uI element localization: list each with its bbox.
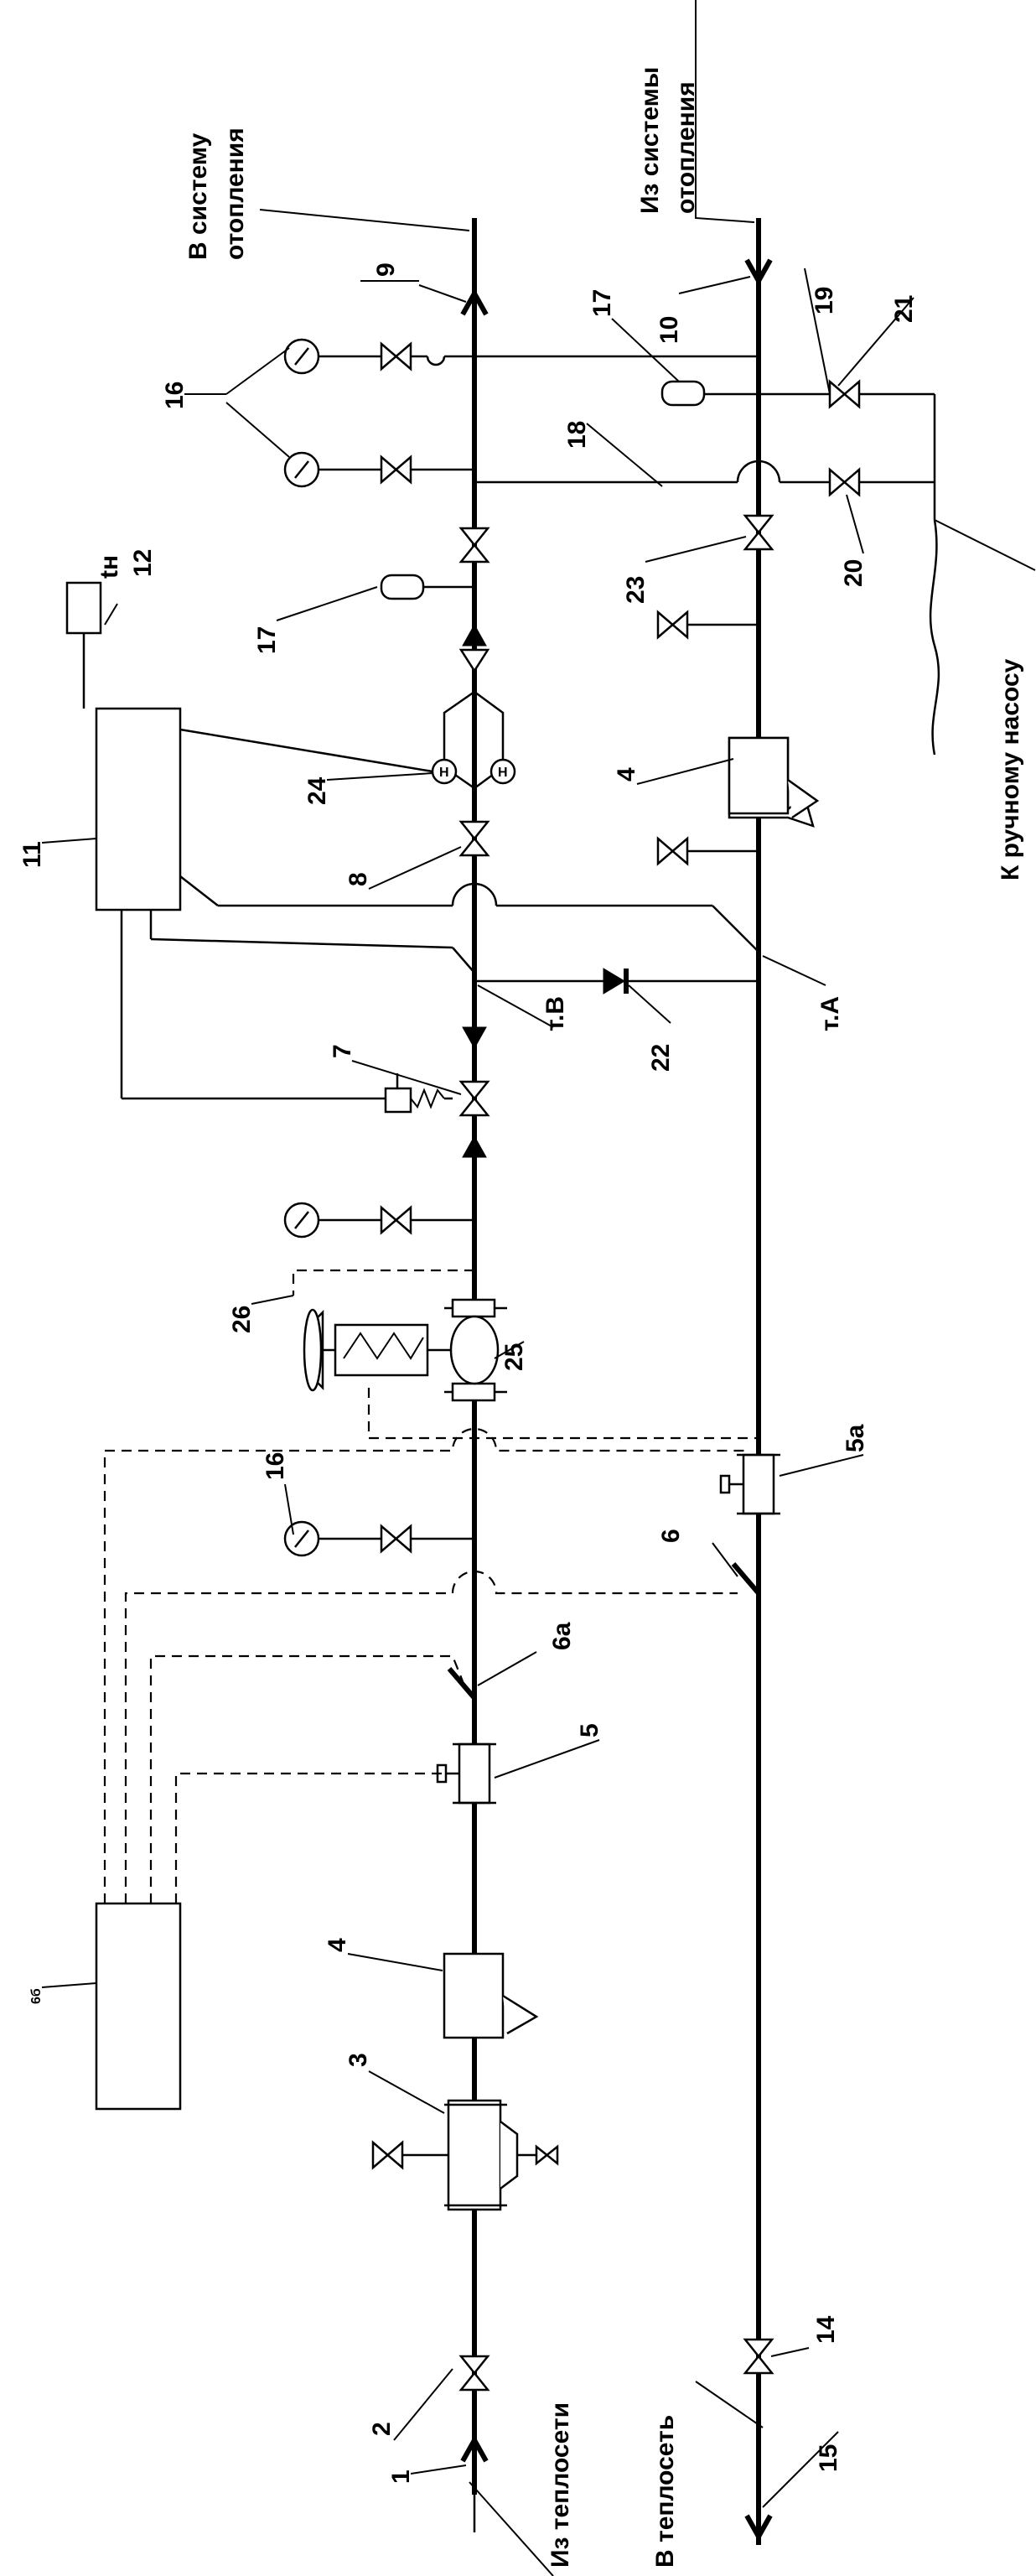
caption-to-network: В теплосеть <box>651 2415 679 2568</box>
drain-valve-return-bottom <box>656 836 759 866</box>
caption-to-heating-1: В систему <box>184 132 212 260</box>
label-22: 22 <box>647 1044 675 1072</box>
label-12: 12 <box>129 549 157 577</box>
captions: В систему отопления Из системы отопления… <box>96 67 1024 2568</box>
label-25: 25 <box>500 1343 528 1371</box>
controller-wiring <box>120 728 759 1100</box>
gauge-branch-16-bottom <box>283 1520 474 1557</box>
label-5a: 5а <box>842 1424 869 1452</box>
gauge-branch-16-top-2 <box>283 451 474 488</box>
temp-sensor-6a <box>447 1667 477 1700</box>
heat-calculator-6b <box>95 1902 182 2111</box>
heat-meter-24: Н Н <box>431 675 516 805</box>
item-labels: 1 2 3 4 4 5 5а 6 6а 7 8 9 10 11 12 14 15… <box>18 262 918 2484</box>
signal-lines-dashed <box>103 1269 759 1903</box>
gauge-branch-mid <box>283 1202 474 1239</box>
label-15: 15 <box>815 2444 842 2472</box>
supply-inlet-arrow <box>460 2434 489 2532</box>
label-24: 24 <box>303 776 331 805</box>
control-valve-7 <box>384 1073 490 1117</box>
label-19: 19 <box>811 287 838 314</box>
meter-symbol-left: Н <box>439 766 449 780</box>
label-3: 3 <box>344 2053 372 2067</box>
drain-valve-return-top <box>656 610 759 640</box>
valve-8 <box>458 820 490 857</box>
label-17-supply: 17 <box>253 626 281 654</box>
label-17-return: 17 <box>588 289 616 317</box>
label-21: 21 <box>890 295 918 323</box>
label-23: 23 <box>622 576 650 604</box>
label-16-bottom: 16 <box>262 1452 289 1480</box>
mud-trap-4-return <box>728 736 820 828</box>
mud-trap-4-supply <box>443 1952 539 2039</box>
caption-point-a: т.А <box>816 996 844 1031</box>
return-outlet-arrow <box>744 2514 773 2542</box>
temp-sensor-6 <box>731 1562 761 1595</box>
label-20: 20 <box>840 559 868 587</box>
bypass-22 <box>474 968 759 995</box>
label-16-top: 16 <box>161 382 189 409</box>
supply-outlet-arrow <box>460 288 489 316</box>
return-inlet-arrow <box>744 258 773 287</box>
label-1: 1 <box>387 2470 415 2484</box>
label-7: 7 <box>329 1044 356 1058</box>
label-6a: 6а <box>548 1622 576 1650</box>
label-4-return: 4 <box>613 767 640 782</box>
label-6: 6 <box>657 1529 685 1543</box>
label-18: 18 <box>563 421 591 449</box>
strainer-3 <box>371 2099 559 2211</box>
regulator-25 <box>303 1298 507 1402</box>
leader-lines <box>41 267 1036 2576</box>
valve-14 <box>743 2338 774 2375</box>
caption-from-network: Из теплосети <box>546 2402 574 2568</box>
label-5: 5 <box>576 1723 603 1737</box>
flow-meter-5 <box>436 1742 496 1805</box>
label-11: 11 <box>18 841 46 868</box>
caption-from-heating-1: Из системы <box>636 67 664 214</box>
label-14: 14 <box>812 2315 840 2344</box>
flow-meter-5a <box>719 1453 780 1515</box>
caption-tn: tн <box>96 555 123 579</box>
label-10: 10 <box>655 316 683 344</box>
temp-sensor-17-supply <box>380 574 474 600</box>
valve-2 <box>458 2355 490 2392</box>
label-8: 8 <box>344 872 372 886</box>
jumper-lines <box>474 355 940 756</box>
label-9: 9 <box>372 262 400 277</box>
label-26: 26 <box>228 1306 256 1333</box>
temp-sensor-17-return <box>660 380 759 407</box>
outdoor-sensor-12 <box>65 581 102 635</box>
valve-23 <box>743 514 774 551</box>
caption-point-b: т.В <box>541 996 569 1031</box>
label-6b: 6б <box>29 1988 44 2004</box>
caption-to-heating-2: отопления <box>221 127 249 260</box>
label-4-supply: 4 <box>324 1938 351 1952</box>
gauge-branch-16-top-1 <box>283 338 474 375</box>
controller-11 <box>95 707 182 911</box>
meter-symbol-right: Н <box>498 766 508 780</box>
caption-to-hand-pump: К ручному насосу <box>997 658 1024 880</box>
label-2: 2 <box>368 2422 396 2436</box>
caption-from-heating-2: отопления <box>672 81 700 214</box>
valve-supply-top <box>458 527 490 564</box>
